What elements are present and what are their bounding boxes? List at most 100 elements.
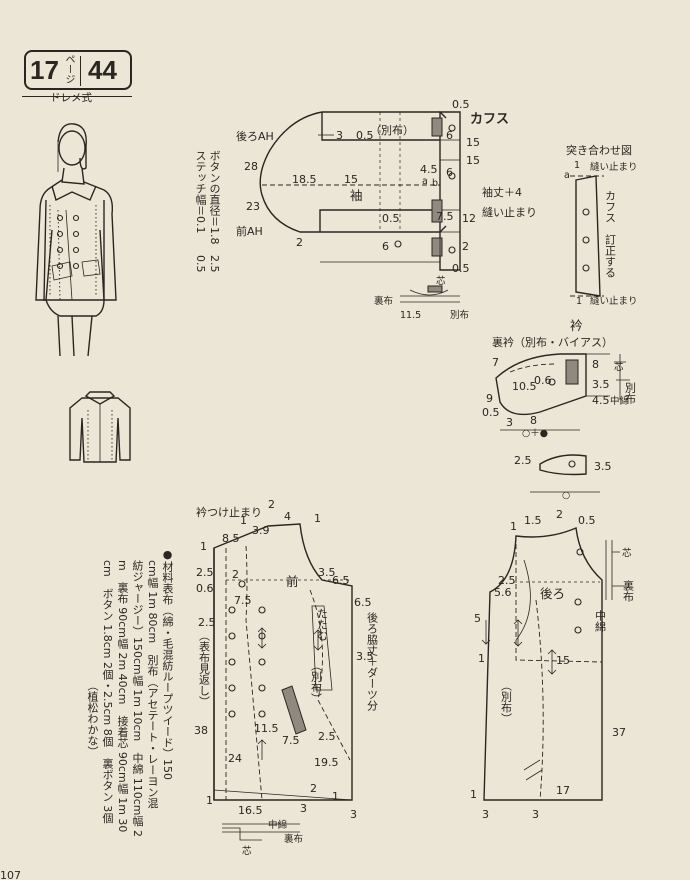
joint-tack: 訂正する — [604, 233, 617, 278]
joint-diagram: 突き合わせ図 a 1 縫い止まり カフス 訂正する 1 縫い止まり — [564, 143, 638, 307]
dim-label: 7.5 — [282, 734, 300, 747]
dim-label: 18.5 — [292, 173, 317, 186]
sleeve-contrast: （別布） — [370, 124, 414, 137]
header-rule — [22, 96, 132, 97]
dim-label: 1 — [510, 520, 517, 533]
dim-label: 3.5 — [356, 650, 374, 663]
dim-label: 0.5 — [382, 212, 400, 225]
dim-label: 10.5 — [512, 380, 537, 393]
dim-label: 3 — [350, 808, 357, 821]
cuff-title: カフス — [470, 112, 509, 127]
badge-divider — [80, 56, 81, 86]
collar-width-mark: ○ — [562, 490, 570, 501]
collar-title: 衿 — [570, 318, 583, 333]
page-badge: 17 ページ 44 — [24, 50, 132, 90]
dim-label: 15 — [556, 654, 570, 667]
dim-label: 7.5 — [436, 210, 454, 223]
materials-line-1: ●材料表布（綿・毛混紡ループツイード）150 — [161, 548, 174, 780]
back-batting: 中綿 — [594, 610, 607, 633]
front-label: 前 — [286, 574, 299, 589]
dim-label: 1 — [574, 160, 580, 171]
item-number: 44 — [88, 55, 117, 85]
dim-label: 3 — [300, 802, 307, 815]
dim-label: 9 — [486, 392, 493, 405]
dim-label: 1 — [478, 652, 485, 665]
dim-label: 24 — [228, 752, 242, 765]
dim-label: 2 — [296, 236, 303, 249]
collar-pattern: 衿 裏衿（別布・バイアス） 7 10.5 0.6 8 3.5 4.5 9 0.5… — [482, 318, 637, 501]
materials-line-2: cm幅 1m 80cm 別布（アセテート・レーヨン混 — [146, 560, 159, 809]
front-batting: 中綿 — [268, 819, 287, 831]
materials-line-4: m 裏布 90cm幅 2m 40cm 接着芯 90cm幅 1m 30 — [116, 560, 129, 833]
sleeve-stitch-stop: 縫い止まり — [482, 205, 537, 219]
dim-label: 2.5 — [198, 616, 216, 629]
back-label: 後ろ — [540, 586, 565, 601]
joint-cuff: カフス — [604, 190, 617, 223]
materials-heading: ●材料 — [161, 548, 174, 583]
collar-batting: 中綿 — [610, 395, 629, 407]
dim-label: 0.5 — [452, 98, 470, 111]
dim-label: 16.5 — [238, 804, 263, 817]
dim-label: 11.5 — [254, 722, 279, 735]
dim-label: 17 — [556, 784, 570, 797]
collar-under: 裏衿（別布・バイアス） — [492, 335, 613, 349]
dim-label: 1 — [332, 790, 339, 803]
collar-length-mark: ○＋● — [522, 428, 548, 439]
page-footer-number: 107 — [0, 869, 21, 880]
dim-label: 15 — [466, 136, 480, 149]
note-button-diameter: ボタンの直径＝1.8 — [208, 150, 221, 245]
sleeve-label: 袖 — [350, 188, 363, 203]
note-button-values: 2.5 — [208, 255, 221, 273]
front-interfacing: 芯 — [242, 845, 252, 857]
front-facing: （表布見返し） — [198, 630, 211, 707]
dim-label: 7.5 — [234, 594, 252, 607]
dim-label: 3 — [506, 416, 513, 429]
dim-label: 3.5 — [318, 566, 336, 579]
materials-credit: （植松わかな） — [86, 680, 99, 757]
dim-label: 1 — [240, 514, 247, 527]
dim-label: 6 — [446, 166, 453, 179]
dim-label: 0.5 — [578, 514, 596, 527]
dim-label: 2.5 — [498, 574, 516, 587]
dim-label: 8.5 — [222, 532, 240, 545]
sleeve-pattern: 後ろAH 前AH 袖 （別布） カフス 袖丈＋4 縫い止まり 0.5 3 0.5… — [236, 98, 537, 321]
note-stitch-width: ステッチ幅＝0.1 — [194, 150, 207, 234]
method-label: ドレメ式 — [50, 92, 92, 104]
note-stitch-values: 0.5 — [194, 255, 207, 273]
dim-label: 0.5 — [482, 406, 500, 419]
dim-label: 3.5 — [592, 378, 610, 391]
dim-label: 2.5 — [318, 730, 336, 743]
dim-label: 4.5 — [592, 394, 610, 407]
dim-label: 2 — [462, 240, 469, 253]
point-a: a — [422, 176, 428, 187]
back-interfacing: 芯 — [622, 547, 632, 559]
back-lining: 裏布 — [622, 579, 635, 603]
materials-line-5: cm ボタン 1.8cm 2個・2.5cm 8個 裏ボタン 3個 — [101, 560, 114, 824]
front-lining: 裏布 — [284, 833, 303, 845]
cuff-contrast: 別布 — [450, 309, 469, 321]
dim-label: 1 — [314, 512, 321, 525]
sleeve-length: 袖丈＋4 — [482, 185, 522, 199]
dim-label: 6 — [382, 240, 389, 253]
dim-label: 12 — [462, 212, 476, 225]
dim-label: 4 — [284, 510, 291, 523]
dim-label: 2 — [556, 508, 563, 521]
dim-label: 6.5 — [332, 574, 350, 587]
materials-line-3: 紡ジャージー）150cm幅 1m 10cm 中綿 110cm幅 2 — [131, 560, 144, 837]
dim-label: 0.6 — [534, 374, 552, 387]
collar-interfacing: 芯 — [614, 361, 624, 373]
dim-label: 11.5 — [400, 310, 421, 321]
dim-label: 1.5 — [524, 514, 542, 527]
dim-label: 38 — [194, 724, 208, 737]
dim-label: 5 — [474, 612, 481, 625]
dim-label: 37 — [612, 726, 626, 739]
sleeve-front-ah: 前AH — [236, 224, 263, 238]
cuff-interfacing: 芯 — [436, 275, 446, 287]
collar-contrast: 別布 — [624, 382, 637, 405]
cuff-lining: 裏布 — [374, 295, 393, 307]
front-collar-stop: 衿つけ止まり — [196, 505, 262, 519]
dim-label: 28 — [244, 160, 258, 173]
dim-label: 3.5 — [594, 460, 612, 473]
dim-label: 23 — [246, 200, 260, 213]
